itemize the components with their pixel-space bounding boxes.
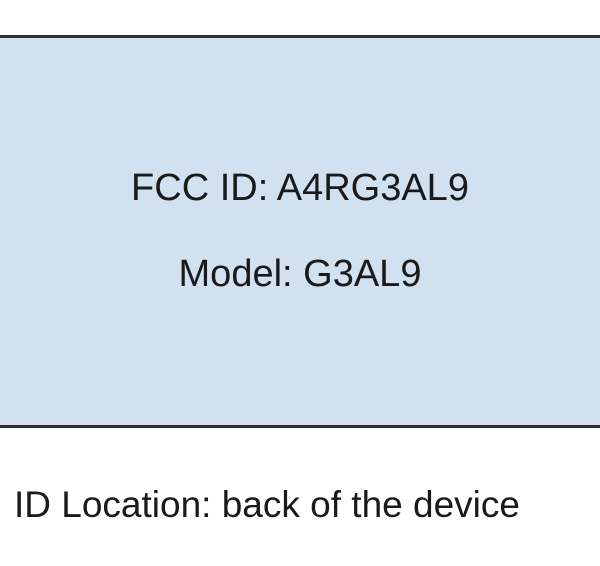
fcc-id-text: FCC ID: A4RG3AL9 (131, 167, 469, 209)
fcc-label-box: FCC ID: A4RG3AL9 Model: G3AL9 (0, 35, 600, 428)
id-location-text: ID Location: back of the device (14, 484, 520, 525)
model-text: Model: G3AL9 (178, 253, 422, 295)
